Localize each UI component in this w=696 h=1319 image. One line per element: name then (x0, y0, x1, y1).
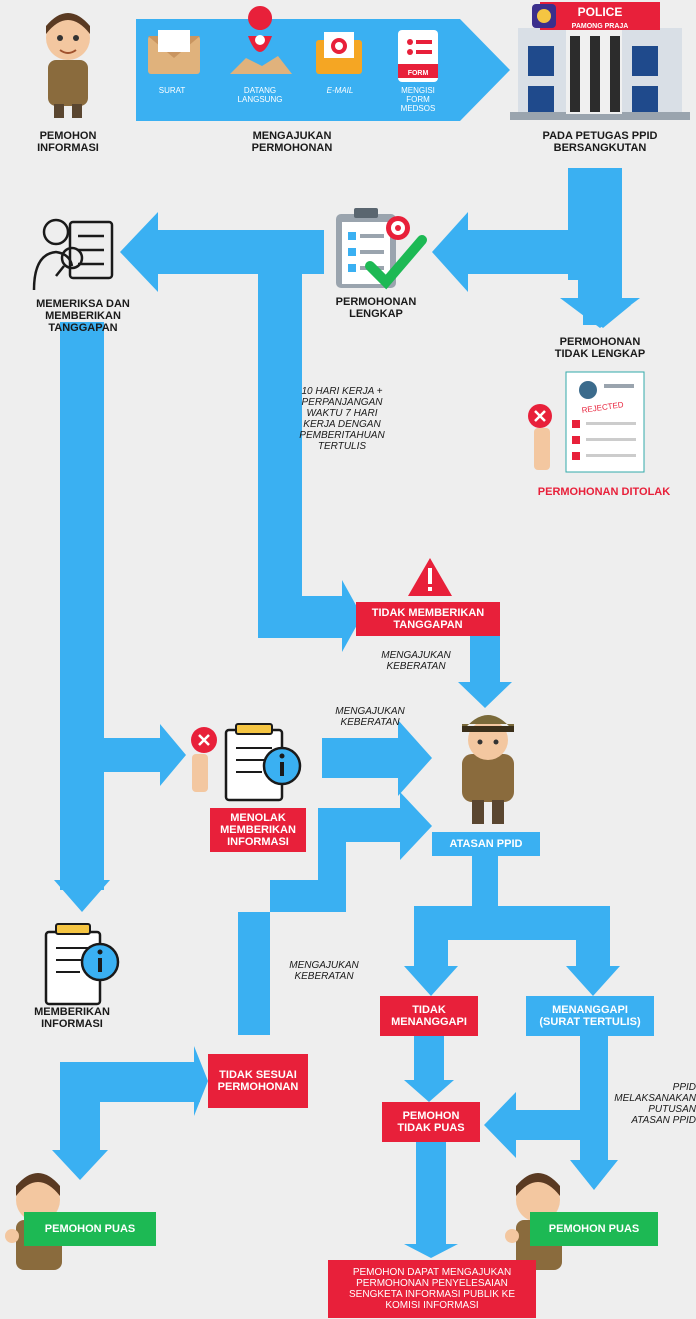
map-pin-icon (230, 6, 292, 74)
rejected-document-icon (528, 371, 645, 473)
police-sign-text: POLICE (578, 5, 623, 19)
reply-down-head (570, 1160, 618, 1190)
give-down-head (52, 1150, 108, 1180)
no-response-head (458, 682, 512, 708)
review-icon (32, 218, 114, 291)
no-response-down (470, 636, 500, 682)
notmatch-up-path (238, 792, 432, 1035)
left-main-shaft (60, 322, 104, 890)
reply-down-shaft (580, 1036, 608, 1166)
refuse-to-superior-bar (322, 738, 402, 778)
refuse-to-superior-head (398, 720, 432, 796)
no-response-box: TIDAK MEMBERIKAN TANGGAPAN (356, 602, 500, 636)
warning-icon (408, 558, 452, 596)
no-reply-box: TIDAK MENANGGAPI (380, 996, 478, 1036)
objection-note-2: MENGAJUKAN KEBERATAN (335, 706, 405, 728)
give-to-notmatch-head (194, 1046, 208, 1116)
form-icon (398, 30, 438, 82)
channel-email: E-MAIL (326, 86, 354, 95)
submit-label: MENGAJUKAN PERMOHONAN (251, 130, 333, 154)
final-box: PEMOHON DAPAT MENGAJUKAN PERMOHONAN PENY… (328, 1260, 536, 1318)
split-right-shaft (576, 906, 610, 974)
give-info-label: MEMBERIKAN INFORMASI (34, 1006, 110, 1030)
officer-left-bar (460, 230, 622, 274)
split-left-head (404, 966, 458, 996)
refuse-branch-head (160, 724, 186, 786)
complete-clipboard-icon (336, 208, 427, 290)
satisfied-right-box: PEMOHON PUAS (530, 1212, 658, 1246)
refuse-box: MENOLAK MEMBERIKAN INFORMASI (210, 808, 306, 852)
channel-form: MENGISI FORM MEDSOS (400, 86, 436, 113)
reply-left-head (484, 1092, 516, 1158)
letter-icon (148, 30, 200, 74)
objection-note-3: MENGAJUKAN KEBERATAN (289, 960, 359, 982)
superior-box: ATASAN PPID (432, 832, 540, 856)
reply-left-bar (510, 1110, 582, 1140)
unsatisfied-down-shaft (416, 1142, 446, 1250)
applicant-illustration (46, 13, 90, 118)
not-match-box: TIDAK SESUAI PERMOHONAN (208, 1054, 308, 1108)
refuse-branch-bar (104, 738, 166, 772)
rejected-label: PERMOHONAN DITOLAK (537, 486, 671, 498)
split-left-shaft (414, 906, 448, 974)
superior-down-shaft (472, 856, 498, 910)
superior-officer-illustration (462, 715, 514, 824)
form-tag-text: FORM (408, 70, 429, 77)
refuse-info-icon (191, 723, 302, 802)
complete-label: PERMOHONAN LENGKAP (335, 296, 417, 320)
reply-box: MENANGGAPI (SURAT TERTULIS) (526, 996, 654, 1036)
satisfied-left-box: PEMOHON PUAS (24, 1212, 156, 1246)
unsatisfied-down-head (404, 1244, 458, 1258)
officer-down-head (560, 298, 640, 328)
incomplete-label: PERMOHONAN TIDAK LENGKAP (554, 336, 646, 360)
police-sub-text: PAMONG PRAJA (572, 23, 629, 30)
channel-direct: DATANG LANGSUNG (237, 86, 283, 104)
split-right-head (566, 966, 620, 996)
applicant-label: PEMOHON INFORMASI (37, 130, 99, 154)
email-icon (316, 32, 362, 74)
complete-left-head (120, 212, 158, 292)
give-down-shaft (60, 1062, 100, 1158)
deadline-note: 10 HARI KERJA + PERPANJANGAN WAKTU 7 HAR… (299, 386, 385, 452)
left-main-head (54, 880, 110, 912)
unsatisfied-box: PEMOHON TIDAK PUAS (382, 1102, 480, 1142)
officer-left-head (432, 212, 468, 292)
timer-path (258, 274, 362, 652)
check-label: MEMERIKSA DAN MEMBERIKAN TANGGAPAN (36, 298, 130, 334)
execute-note: PPID MELAKSANAKAN PUTUSAN ATASAN PPID (614, 1082, 696, 1126)
noreply-down-head (404, 1080, 454, 1102)
channel-letter: SURAT (158, 86, 186, 95)
complete-left-bar (148, 230, 324, 274)
noreply-down-shaft (414, 1036, 444, 1086)
officer-label: PADA PETUGAS PPID BERSANGKUTAN (542, 130, 658, 154)
give-info-icon (44, 923, 120, 1006)
police-station-illustration (510, 2, 690, 120)
objection-note-1: MENGAJUKAN KEBERATAN (381, 650, 451, 672)
